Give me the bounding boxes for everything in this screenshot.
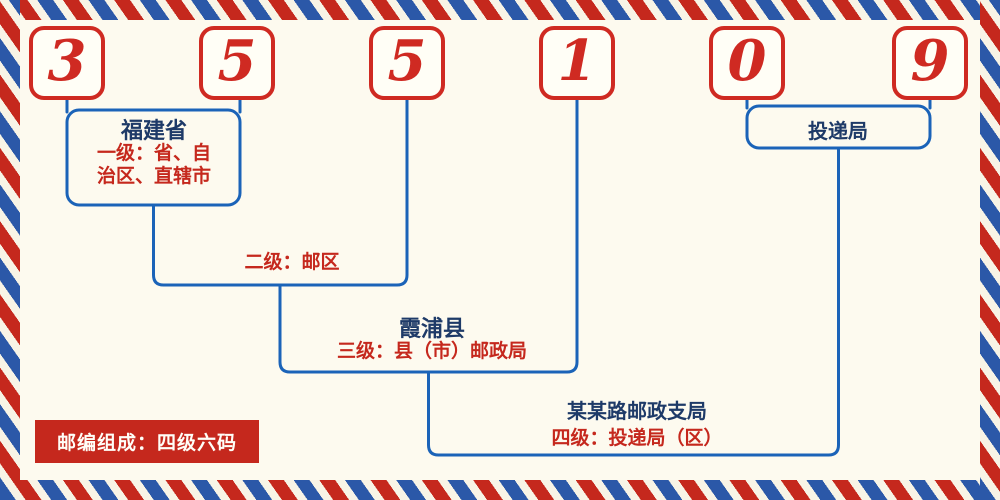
digit-box-5: 0 [709, 26, 785, 100]
airmail-border-bottom [0, 480, 1000, 500]
postal-code-composition-badge: 邮编组成：四级六码 [35, 420, 260, 463]
level4-place-label: 某某路邮政支局 [567, 399, 707, 423]
digit-3: 5 [387, 28, 427, 94]
level1-desc-line1: 一级：省、自 [96, 142, 212, 164]
digit-2: 5 [217, 28, 257, 94]
digit-box-1: 3 [29, 26, 105, 100]
level4-desc-label: 四级：投递局（区） [551, 427, 723, 449]
level1-desc-label: 一级：省、自 治区、直辖市 [97, 142, 211, 188]
airmail-border-top [0, 0, 1000, 20]
digit-4: 1 [557, 28, 597, 94]
airmail-border-left [0, 0, 20, 500]
level2-desc-label: 二级：邮区 [244, 251, 340, 273]
airmail-border-right [980, 0, 1000, 500]
level1-desc-line2: 治区、直辖市 [96, 165, 212, 187]
digit-5: 0 [727, 28, 767, 94]
level1-place-label: 福建省 [120, 119, 188, 144]
digit-box-2: 5 [199, 26, 275, 100]
digit-1: 3 [47, 28, 87, 94]
digit-box-4: 1 [539, 26, 615, 100]
digit-box-3: 5 [369, 26, 445, 100]
level3-place-label: 霞浦县 [398, 317, 466, 342]
delivery-office-label: 投递局 [808, 119, 868, 143]
digit-6: 9 [910, 28, 950, 94]
level3-desc-label: 三级：县（市）邮政局 [336, 340, 528, 362]
digit-box-6: 9 [892, 26, 968, 100]
